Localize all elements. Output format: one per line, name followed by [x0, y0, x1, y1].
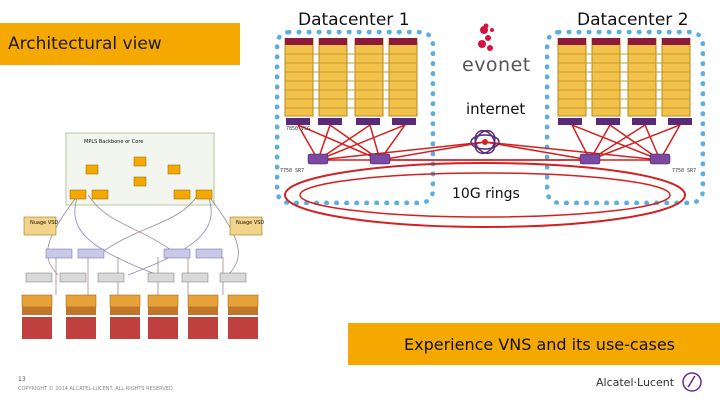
datacenter-1-racks [283, 37, 421, 118]
evonet-mark-icon [478, 23, 494, 51]
architectural-view-title: Architectural view [8, 34, 162, 54]
mpls-title: MPLS Backbone or Core [84, 139, 144, 145]
datacenter-2-title: Datacenter 2 [577, 10, 689, 30]
experience-vns-banner: Experience VNS and its use-cases [348, 323, 720, 365]
vsd-label-right: Nuage VSD [236, 220, 265, 226]
right-router-label: 7750 SR7 [672, 168, 697, 174]
left-router-label: 7750 SR7 [280, 168, 305, 174]
brand-name: Alcatel·Lucent [596, 376, 675, 389]
copyright-text: COPYRIGHT © 2014 ALCATEL-LUCENT. ALL RIG… [18, 386, 175, 392]
nuage-architecture-icon [21, 132, 263, 339]
datacenter-2-racks [556, 37, 694, 118]
evonet-logo: evonet [460, 18, 540, 78]
datacenter-1-title: Datacenter 1 [298, 10, 410, 30]
vsd-label-left: Nuage VSD [30, 220, 59, 226]
evonet-wordmark: evonet [462, 54, 531, 76]
server-racks-icon [284, 37, 418, 117]
datacenter-1-area [275, 30, 435, 205]
nuage-architecture-diagram [18, 125, 270, 345]
switch-label: 7850 VSG [286, 126, 311, 132]
server-racks-icon [557, 37, 691, 117]
alcatel-lucent-logo-icon [682, 372, 702, 392]
experience-vns-text: Experience VNS and its use-cases [404, 335, 676, 354]
rings-label: 10G rings [452, 186, 520, 202]
page-number: 13 [18, 376, 26, 383]
architectural-view-banner: Architectural view [0, 23, 240, 65]
datacenter-2-area [545, 30, 705, 205]
internet-label: internet [466, 100, 526, 118]
